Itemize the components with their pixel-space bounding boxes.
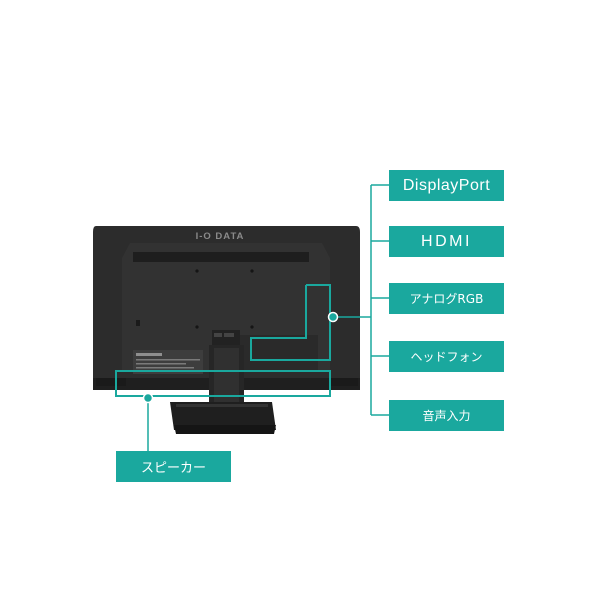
label-audio-in: 音声入力 [389, 400, 504, 431]
speaker-highlight-outline [115, 370, 331, 397]
label-headphone: ヘッドフォン [389, 341, 504, 372]
label-displayport: DisplayPort [389, 170, 504, 201]
vesa-hole [250, 269, 254, 273]
vesa-hole [195, 269, 199, 273]
brand-logo: I-O DATA [195, 231, 245, 242]
port-highlight-outline [250, 284, 331, 361]
vesa-hole [195, 325, 199, 329]
monitor-rear-body [93, 226, 360, 390]
port-connector-lines [331, 184, 389, 416]
label-analog-rgb: アナログRGB [389, 283, 504, 314]
vesa-hole [250, 325, 254, 329]
port-connector-dot [327, 311, 339, 323]
vent-slot [133, 252, 309, 262]
label-speaker: スピーカー [116, 451, 231, 482]
speaker-connector-dot [142, 392, 154, 404]
monitor-stand [170, 330, 276, 434]
label-hdmi: HDMI [389, 226, 504, 257]
